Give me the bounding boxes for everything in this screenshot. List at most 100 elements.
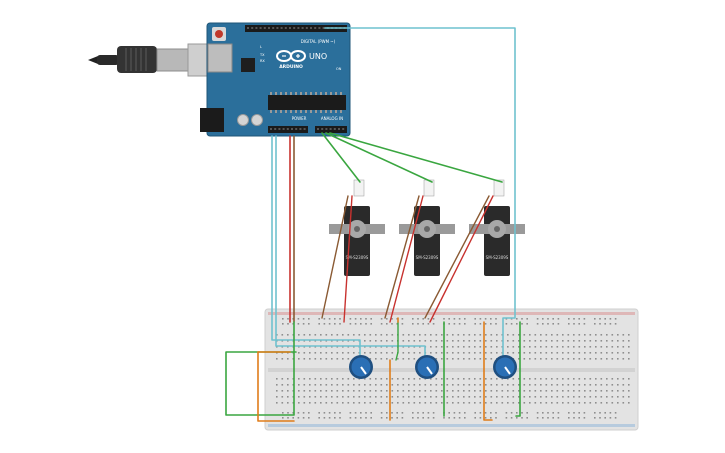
hole bbox=[617, 352, 619, 354]
breadboard[interactable] bbox=[264, 308, 639, 431]
hole bbox=[468, 358, 471, 360]
hole bbox=[622, 402, 625, 404]
hole bbox=[298, 396, 300, 398]
hole bbox=[413, 378, 416, 380]
hole bbox=[512, 346, 515, 348]
digital-header[interactable] bbox=[245, 25, 347, 32]
hole bbox=[334, 323, 336, 325]
wire-red-servo-2[interactable] bbox=[389, 195, 424, 323]
hole bbox=[600, 346, 603, 348]
microcontroller-chip bbox=[268, 95, 346, 110]
potentiometer-1[interactable] bbox=[349, 355, 373, 379]
hole bbox=[545, 334, 548, 336]
wire-blue-2[interactable] bbox=[275, 135, 426, 361]
hole bbox=[583, 417, 586, 419]
wire-brown-servo-1[interactable] bbox=[321, 195, 349, 319]
hole bbox=[551, 346, 553, 348]
hole bbox=[280, 92, 282, 95]
wire-brown-servo-2[interactable] bbox=[384, 195, 420, 319]
hole bbox=[578, 384, 581, 386]
hole bbox=[408, 384, 410, 386]
hole bbox=[309, 378, 311, 380]
wire-orange-loop[interactable] bbox=[257, 351, 295, 422]
hole bbox=[391, 352, 394, 354]
hole bbox=[340, 110, 342, 113]
hole bbox=[495, 417, 497, 419]
hole bbox=[380, 396, 383, 398]
servo-2[interactable]: SM-S2309S bbox=[399, 179, 455, 276]
hole bbox=[496, 378, 498, 380]
hole bbox=[298, 384, 300, 386]
wire-green-mid[interactable] bbox=[395, 321, 399, 361]
hole bbox=[545, 340, 548, 342]
hole bbox=[397, 402, 399, 404]
hole bbox=[331, 384, 333, 386]
hole bbox=[325, 110, 327, 113]
hole bbox=[573, 323, 575, 325]
wire-green-servo-3[interactable] bbox=[329, 132, 503, 183]
potentiometer-2[interactable] bbox=[415, 355, 439, 379]
hole bbox=[339, 412, 341, 414]
hole bbox=[308, 323, 310, 325]
hole bbox=[463, 352, 465, 354]
hole bbox=[295, 92, 297, 95]
wire-red-servo-3[interactable] bbox=[429, 195, 494, 323]
hole bbox=[600, 378, 603, 380]
wire-orange-pot-3[interactable] bbox=[483, 321, 493, 421]
hole bbox=[331, 396, 333, 398]
analog-label: ANALOG IN bbox=[321, 116, 343, 121]
hole bbox=[303, 334, 306, 336]
hole bbox=[334, 417, 336, 419]
potentiometer-3[interactable] bbox=[493, 355, 517, 379]
hole bbox=[328, 318, 331, 320]
wire-brown-servo-3[interactable] bbox=[424, 195, 490, 319]
hole bbox=[458, 417, 461, 419]
hole bbox=[474, 352, 476, 354]
hole bbox=[369, 334, 372, 336]
hole bbox=[323, 417, 326, 419]
hole bbox=[322, 27, 325, 29]
wire-blue-1[interactable] bbox=[271, 135, 361, 361]
hole bbox=[369, 358, 372, 360]
servo-1[interactable]: SM-S2309S bbox=[329, 179, 385, 276]
hole bbox=[600, 358, 603, 360]
wire-green-servo-2[interactable] bbox=[325, 132, 433, 183]
servo-3[interactable]: SM-S2309S bbox=[469, 179, 525, 276]
hole bbox=[529, 378, 531, 380]
hole bbox=[413, 390, 416, 392]
hole bbox=[512, 402, 515, 404]
hole bbox=[290, 92, 292, 95]
hole bbox=[609, 417, 612, 419]
hole bbox=[562, 402, 564, 404]
hole bbox=[375, 352, 377, 354]
hole bbox=[573, 346, 575, 348]
hole bbox=[479, 352, 482, 354]
hole bbox=[386, 396, 388, 398]
hole bbox=[370, 417, 372, 419]
wire-red-servo-1[interactable] bbox=[343, 195, 353, 323]
hole bbox=[281, 396, 284, 398]
hole bbox=[567, 358, 570, 360]
hole bbox=[360, 318, 362, 320]
hole bbox=[353, 402, 355, 404]
hole bbox=[354, 412, 357, 414]
wire-green-loop[interactable] bbox=[225, 321, 297, 416]
hole bbox=[584, 358, 586, 360]
arduino-uno-board[interactable]: DIGITAL (PWM ~) ARDUINO UNO TX RX L ON P… bbox=[200, 22, 351, 137]
usb-cable[interactable] bbox=[88, 43, 211, 77]
hole bbox=[375, 334, 377, 336]
hole bbox=[452, 334, 454, 336]
hole bbox=[323, 412, 326, 414]
hole bbox=[457, 384, 460, 386]
wire-blue-long[interactable] bbox=[324, 27, 516, 361]
hole bbox=[540, 352, 542, 354]
wire-green-pot-3[interactable] bbox=[515, 321, 521, 417]
hole bbox=[578, 417, 580, 419]
hole bbox=[567, 334, 570, 336]
wire-green-servo-1[interactable] bbox=[321, 132, 361, 183]
hole bbox=[380, 318, 383, 320]
hole bbox=[573, 378, 575, 380]
hole bbox=[562, 358, 564, 360]
hole bbox=[584, 346, 586, 348]
